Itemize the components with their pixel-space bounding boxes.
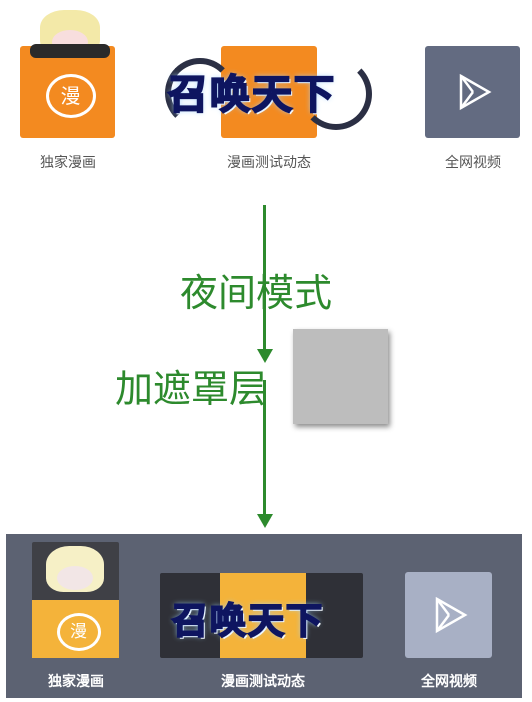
dynamic-app-label: 漫画测试动态 — [227, 154, 311, 170]
night-dynamic-label: 漫画测试动态 — [221, 673, 305, 689]
night-manga-bubble-icon: 漫 — [56, 613, 101, 651]
manga-character-arms — [30, 44, 110, 58]
night-play-icon — [435, 596, 468, 634]
banner-swirl-left — [165, 58, 235, 128]
night-dynamic-orange-block — [220, 573, 306, 658]
night-manga-label: 独家漫画 — [48, 673, 104, 689]
play-icon — [459, 73, 492, 111]
night-summon-banner-text: 召唤天下 — [171, 599, 325, 643]
night-video-label: 全网视频 — [421, 673, 477, 689]
arrow-head-upper — [257, 349, 273, 363]
manga-bubble-icon: 漫 — [45, 74, 96, 118]
night-manga-orange-block: 漫 — [32, 600, 119, 658]
night-manga-character-face — [57, 566, 93, 590]
arrow-shaft-upper — [263, 205, 266, 353]
banner-swirl-right — [300, 58, 372, 130]
video-app-icon[interactable] — [425, 46, 520, 138]
mask-layer-swatch — [293, 329, 388, 424]
night-video-app-icon[interactable] — [405, 572, 492, 658]
video-app-label: 全网视频 — [445, 154, 501, 170]
manga-app-label: 独家漫画 — [40, 154, 96, 170]
arrow-shaft-lower — [263, 380, 266, 517]
night-mode-label: 夜间模式 — [180, 271, 333, 315]
summon-banner-text: 召唤天下 — [167, 70, 336, 119]
arrow-head-lower — [257, 514, 273, 528]
add-mask-label: 加遮罩层 — [115, 367, 268, 411]
manga-app-icon[interactable]: 漫 — [20, 46, 115, 138]
